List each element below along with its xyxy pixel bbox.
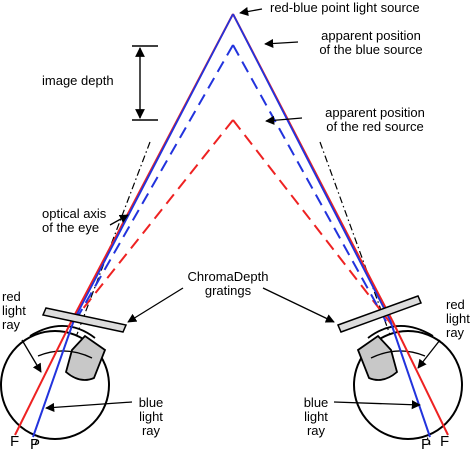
image-depth-label: image depth [42, 73, 114, 88]
red-apparent-label: apparent position of the red source [300, 106, 450, 134]
red-ray-right-label-line2: light [446, 311, 470, 326]
optical-axis-label-line1: optical axis [42, 206, 107, 221]
red-ray-right-label: red light ray [446, 298, 470, 340]
red-apparent-label-line2: of the red source [326, 119, 424, 134]
red-ray-right-label-line1: red [446, 297, 465, 312]
blue-apparent-label-line2: of the blue source [319, 42, 423, 57]
blue-ray-left-refracted [32, 319, 75, 438]
blue-ray-right-incoming [232, 13, 391, 321]
source-label: red-blue point light source [270, 0, 420, 15]
blue-ray-right-refracted [389, 319, 431, 438]
focus-red-right-label: F [440, 433, 450, 450]
apparent-red-source-rays [69, 119, 393, 326]
arrow-red-ray-left [21, 339, 42, 373]
arrow-grating-left [127, 287, 184, 323]
gratings-label: ChromaDepth gratings [168, 270, 288, 298]
image-depth-bracket [132, 45, 158, 121]
arrow-grating-right [262, 287, 335, 323]
red-ray-right-label-line3: ray [446, 325, 465, 340]
red-ray-right-refracted [391, 319, 449, 436]
red-ray-left-refracted [14, 319, 73, 436]
blue-ray-left-label: blue light ray [128, 396, 174, 438]
blue-ray-left-incoming [73, 13, 234, 321]
blue-ray-left-label-line3: ray [141, 423, 161, 438]
optical-axis-left [34, 141, 151, 446]
arrow-blue-ray-right [333, 400, 421, 410]
focus-blue-right-label: P [421, 436, 432, 453]
gratings-label-line2: gratings [204, 283, 252, 298]
optical-axis-right [319, 141, 431, 446]
left-eye [0, 319, 110, 440]
arrow-source [239, 7, 263, 17]
arrow-blue-ray-left [45, 401, 133, 412]
arrow-blue-apparent [264, 38, 299, 49]
arrow-red-apparent [265, 115, 303, 125]
grating-left [41, 307, 128, 333]
red-ray-left-label-line1: red [2, 289, 21, 304]
optical-axis-label: optical axis of the eye [42, 207, 106, 235]
blue-ray-right-label-line1: blue [303, 395, 329, 410]
arrow-red-ray-right [417, 339, 441, 369]
blue-ray-left-label-line1: blue [138, 395, 164, 410]
red-ray-left-label: red light ray [2, 290, 26, 332]
blue-ray-right-label: blue light ray [293, 396, 339, 438]
right-eye [353, 319, 463, 440]
grating-right [336, 295, 423, 333]
red-ray-left-label-line2: light [2, 303, 26, 318]
blue-ray-left-label-line2: light [139, 409, 163, 424]
focus-red-left-label: F [10, 433, 20, 450]
arrow-optical-axis [109, 214, 129, 226]
blue-apparent-label: apparent position of the blue source [296, 29, 446, 57]
focus-blue-left-label: P [30, 436, 41, 453]
apparent-blue-source-rays [72, 44, 389, 326]
blue-apparent-label-line1: apparent position [321, 28, 421, 43]
blue-ray-right-label-line3: ray [306, 423, 326, 438]
optical-axis-label-line2: of the eye [42, 220, 100, 235]
red-apparent-label-line1: apparent position [325, 105, 425, 120]
gratings-label-line1: ChromaDepth [187, 269, 269, 284]
red-ray-left-label-line3: ray [2, 317, 21, 332]
blue-ray-right-label-line2: light [304, 409, 328, 424]
